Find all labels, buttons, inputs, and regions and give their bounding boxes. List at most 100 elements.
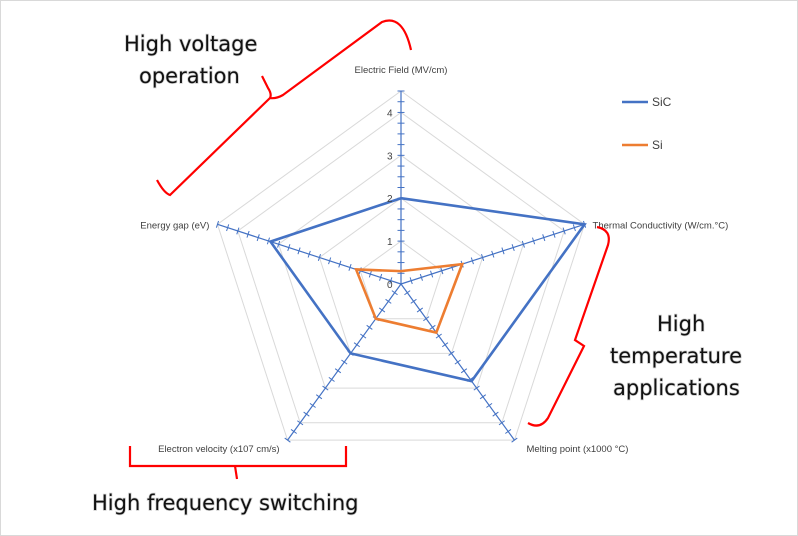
axis-tick xyxy=(416,307,424,313)
axis-tick xyxy=(419,273,423,281)
axis-label: Thermal Conductivity (W/cm.°C) xyxy=(593,220,729,231)
high-temperature-label-line3: applications xyxy=(613,376,740,400)
axis-tick xyxy=(297,247,301,255)
axis-tick xyxy=(360,333,367,339)
axis-tick xyxy=(379,273,383,281)
axis-tick xyxy=(389,277,393,285)
axis-tick xyxy=(334,368,342,374)
axis-tick xyxy=(215,220,220,228)
axis-tick xyxy=(532,237,536,245)
axis-tick xyxy=(491,250,495,258)
axis-tick xyxy=(435,333,442,339)
axis-tick xyxy=(498,420,505,426)
tick-label: 4 xyxy=(387,108,393,119)
axis-tick xyxy=(284,437,291,443)
axis-tick xyxy=(226,224,230,232)
axis-tick xyxy=(441,342,449,348)
axis-tick xyxy=(366,324,373,330)
grid-ring xyxy=(359,240,443,320)
radar-ticks xyxy=(215,90,587,443)
tick-label: 2 xyxy=(387,194,393,205)
high-voltage-label-line1: High voltage xyxy=(124,32,257,56)
annotations: High voltage operation High temperature … xyxy=(91,19,743,516)
legend-label-si: Si xyxy=(652,138,663,152)
axis-tick xyxy=(410,298,417,304)
axis-tick xyxy=(440,267,444,275)
axis-tick xyxy=(501,247,505,255)
axis-tick xyxy=(256,234,260,242)
high-voltage-bracket xyxy=(156,19,413,197)
grid-ring xyxy=(237,111,565,424)
high-frequency-label: High frequency switching xyxy=(92,491,358,515)
grid-ring xyxy=(318,197,484,354)
axis-label: Melting point (x1000 °C) xyxy=(526,444,628,455)
axis-tick xyxy=(348,263,352,271)
tick-label: 0 xyxy=(387,280,393,291)
axis-tick xyxy=(368,270,372,278)
axis-tick xyxy=(470,257,474,265)
axis-tick xyxy=(423,316,430,322)
axis-tick xyxy=(315,394,323,400)
axis-tick xyxy=(341,359,348,365)
legend-label-sic: SiC xyxy=(652,95,672,109)
high-temperature-bracket xyxy=(527,225,610,427)
axis-tick xyxy=(297,420,304,426)
axis-tick xyxy=(404,290,411,296)
high-frequency-bracket xyxy=(128,446,348,480)
legend-item-sic: SiC xyxy=(622,95,672,109)
axis-tick xyxy=(353,342,361,348)
axis-tick xyxy=(309,402,316,408)
axis-tick xyxy=(236,227,240,235)
axis-label: Electron velocity (x107 cm/s) xyxy=(158,444,279,455)
axis-tick xyxy=(552,230,556,238)
axis-tick xyxy=(409,277,413,285)
axis-tick xyxy=(322,385,329,391)
axis-tick xyxy=(338,260,342,268)
axis-tick xyxy=(454,359,461,365)
legend-item-si: Si xyxy=(622,138,663,152)
axis-tick xyxy=(486,402,493,408)
axis-tick xyxy=(328,376,335,382)
axis-tick xyxy=(378,307,386,313)
axis-tick xyxy=(430,270,434,278)
axis-tick xyxy=(511,244,515,252)
high-temperature-label-line1: High xyxy=(657,312,705,336)
axis-tick xyxy=(328,257,332,265)
tick-label: 3 xyxy=(387,151,393,162)
axis-tick xyxy=(542,234,546,242)
axis-tick xyxy=(391,290,398,296)
axis-tick xyxy=(448,350,455,356)
axis-tick xyxy=(277,240,281,248)
high-temperature-label-line2: temperature xyxy=(610,344,742,368)
axis-tick xyxy=(479,394,487,400)
high-voltage-label-line2: operation xyxy=(139,64,240,88)
axis-tick xyxy=(303,411,310,417)
series-si xyxy=(354,262,465,335)
axis-tick xyxy=(492,411,499,417)
tick-label: 1 xyxy=(387,237,393,248)
axis-tick xyxy=(481,254,485,261)
axis-tick xyxy=(287,244,291,252)
tick-labels: 0 1 2 3 4 xyxy=(387,108,393,291)
axis-tick xyxy=(290,429,297,434)
grid-ring xyxy=(278,154,524,389)
radar-series xyxy=(268,196,587,383)
axis-tick xyxy=(473,385,480,391)
axis-tick xyxy=(317,254,321,261)
axis-tick xyxy=(429,324,436,330)
radar-grid xyxy=(216,90,586,441)
axis-label: Energy gap (eV) xyxy=(140,220,209,231)
axis-tick xyxy=(307,250,311,258)
axis-tick xyxy=(521,240,525,248)
axis-tick xyxy=(511,437,518,443)
axis-label: Electric Field (MV/cm) xyxy=(355,65,448,76)
axis-tick xyxy=(385,298,392,304)
legend: SiC Si xyxy=(622,95,672,152)
axis-tick xyxy=(572,224,576,232)
axis-labels: Electric Field (MV/cm) Thermal Conductivi… xyxy=(140,65,728,455)
grid-ring-outer xyxy=(216,90,586,441)
axis-tick xyxy=(562,227,566,235)
axis-tick xyxy=(460,368,468,374)
axis-tick xyxy=(505,429,512,434)
